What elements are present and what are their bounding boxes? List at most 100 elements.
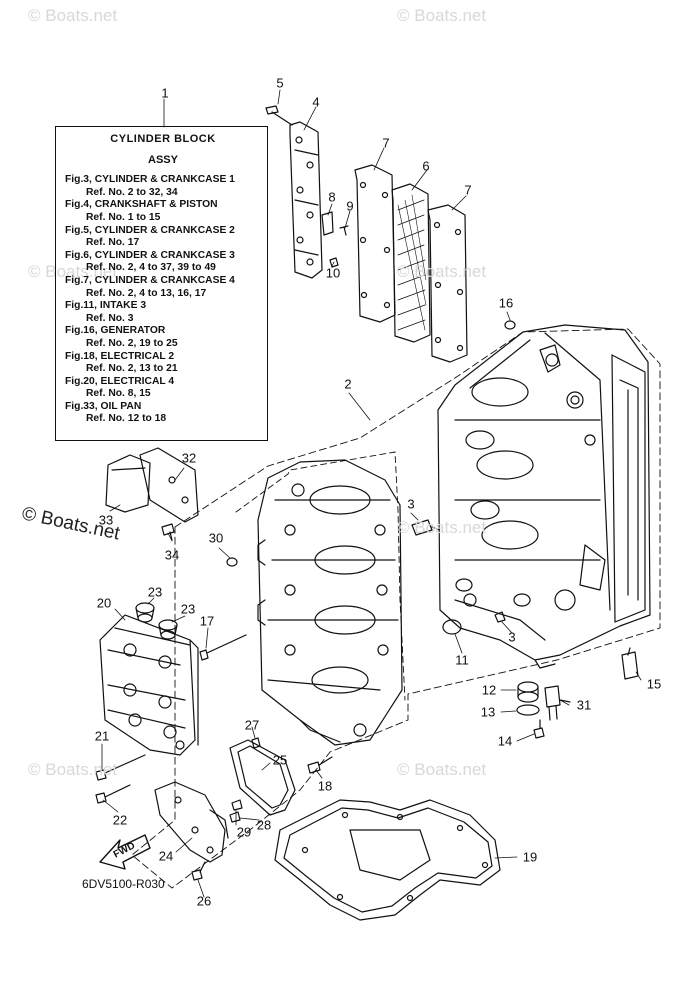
bolt-14	[533, 719, 545, 739]
callout-24: 24	[158, 848, 174, 864]
callout-34: 34	[164, 547, 180, 563]
part-27	[251, 737, 261, 749]
callout-22: 22	[112, 812, 128, 828]
figure-reference: Fig.20, ELECTRICAL 4	[65, 375, 175, 387]
cap-12	[517, 681, 539, 703]
oil-pan-gasket-19	[274, 799, 501, 921]
cover-24	[154, 781, 229, 863]
callout-33: 33	[98, 512, 114, 528]
callout-27: 27	[244, 717, 260, 733]
fwd-arrow	[99, 834, 151, 870]
reference-numbers: Ref. No. 3	[86, 312, 134, 324]
callout-12: 12	[481, 682, 497, 698]
callout-21: 21	[94, 728, 110, 744]
bolt-18	[307, 756, 333, 774]
callout-8: 8	[328, 189, 336, 205]
figure-reference: Fig.16, GENERATOR	[65, 325, 166, 337]
callout-5: 5	[276, 75, 284, 91]
assembly-subtitle: ASSY	[148, 153, 178, 166]
watermark: © Boats.net	[28, 6, 118, 25]
callout-10: 10	[325, 265, 341, 281]
bolt-29	[231, 799, 243, 811]
callout-26: 26	[196, 893, 212, 909]
bolt-26	[191, 861, 206, 881]
callout-11: 11	[455, 652, 469, 668]
watermark: © Boats.net	[397, 760, 487, 779]
o-ring-16	[504, 320, 516, 330]
exhaust-plate-6	[391, 183, 431, 343]
dowel-pin-3b	[494, 611, 506, 623]
callout-2: 2	[344, 376, 352, 392]
figure-reference: Fig.33, OIL PAN	[65, 400, 142, 412]
cover-33	[105, 454, 151, 513]
bolt-5	[265, 105, 293, 126]
assembly-outline-inner	[235, 451, 406, 701]
callout-23: 23	[147, 584, 163, 600]
gasket-25	[229, 739, 296, 816]
callout-29: 29	[236, 824, 252, 840]
reference-numbers: Ref. No. 2, 19 to 25	[86, 337, 178, 349]
exhaust-gasket-7a	[354, 164, 396, 323]
reference-numbers: Ref. No. 12 to 18	[86, 413, 167, 425]
callout-13: 13	[480, 704, 496, 720]
watermark: © Boats.net	[397, 518, 487, 537]
sensor-31	[544, 685, 571, 721]
callout-1: 1	[161, 85, 169, 101]
watermark: © Boats.net	[28, 760, 118, 779]
callout-23: 23	[180, 601, 196, 617]
o-ring-30	[226, 557, 238, 567]
callout-15: 15	[646, 676, 662, 692]
callout-7: 7	[382, 135, 390, 151]
callout-18: 18	[317, 778, 333, 794]
cylinder-head	[99, 614, 199, 756]
callout-3: 3	[508, 629, 516, 645]
figure-reference: Fig.4, CRANKSHAFT & PISTON	[65, 199, 218, 211]
seal-13	[516, 704, 540, 716]
assembly-outline	[131, 328, 661, 889]
figure-reference: Fig.7, CYLINDER & CRANKCASE 4	[65, 274, 235, 286]
callout-17: 17	[199, 613, 215, 629]
bolt-34	[161, 523, 175, 541]
diagram-code: 6DV5100-R030	[82, 877, 165, 891]
bolt-28	[229, 811, 241, 823]
figure-reference: Fig.18, ELECTRICAL 2	[65, 350, 175, 362]
exhaust-gasket-7b	[427, 204, 468, 363]
leader-lines	[101, 89, 642, 898]
reference-numbers: Ref. No. 1 to 15	[86, 211, 161, 223]
callout-3: 3	[407, 496, 415, 512]
o-ring-11	[442, 619, 462, 635]
dowel-pin-3	[411, 519, 433, 536]
callout-20: 20	[96, 595, 112, 611]
bolt-9	[339, 225, 349, 236]
assembly-title: CYLINDER BLOCK	[110, 133, 216, 145]
callout-25: 25	[272, 752, 288, 768]
figure-reference: Fig.6, CYLINDER & CRANKCASE 3	[65, 249, 235, 261]
cylinder-block	[437, 324, 651, 669]
callout-31: 31	[576, 697, 592, 713]
callout-9: 9	[346, 198, 354, 214]
reference-numbers: Ref. No. 17	[86, 237, 140, 249]
plug-23b	[158, 619, 178, 640]
bolt-17	[199, 634, 247, 661]
watermark: © Boats.net	[397, 262, 487, 281]
callout-7: 7	[464, 182, 472, 198]
callout-16: 16	[498, 295, 514, 311]
reference-numbers: Ref. No. 2, 4 to 13, 16, 17	[86, 287, 207, 299]
callout-32: 32	[181, 450, 197, 466]
clip-15	[621, 647, 639, 680]
reference-numbers: Ref. No. 8, 15	[86, 388, 151, 400]
callout-6: 6	[422, 158, 430, 174]
watermark: © Boats.net	[397, 6, 487, 25]
figure-reference: Fig.3, CYLINDER & CRANKCASE 1	[65, 174, 235, 186]
reference-numbers: Ref. No. 2, 13 to 21	[86, 363, 178, 375]
callout-4: 4	[312, 94, 320, 110]
callout-28: 28	[256, 817, 272, 833]
plug-23a	[135, 602, 155, 623]
bracket-8	[321, 211, 334, 236]
bolt-21	[95, 754, 146, 781]
watermark: © Boats.net	[28, 262, 118, 281]
exhaust-cover	[289, 121, 323, 279]
part-10	[329, 257, 339, 268]
